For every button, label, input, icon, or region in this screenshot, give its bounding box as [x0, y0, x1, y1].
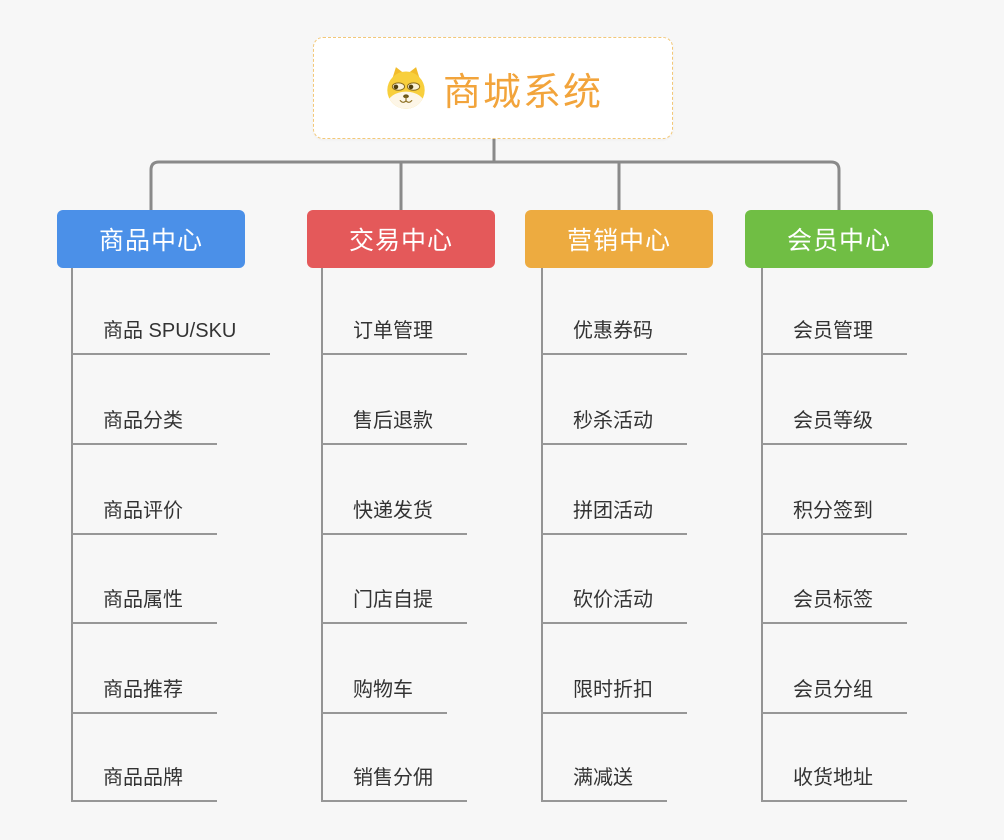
- subtopic[interactable]: 砍价活动: [541, 588, 687, 624]
- subtopic[interactable]: 商品 SPU/SKU: [71, 319, 271, 355]
- subtopic[interactable]: 商品品牌: [71, 766, 217, 802]
- subtopic[interactable]: 订单管理: [321, 319, 467, 355]
- subtopic[interactable]: 收货地址: [761, 766, 907, 802]
- subtopic[interactable]: 购物车: [321, 678, 447, 714]
- branch-trunk-line: [71, 268, 73, 802]
- subtopic[interactable]: 拼团活动: [541, 499, 687, 535]
- subtopic[interactable]: 会员标签: [761, 588, 907, 624]
- doge-icon: [387, 67, 425, 109]
- branch-topic-trade-center[interactable]: 交易中心: [307, 210, 495, 268]
- subtopic[interactable]: 商品分类: [71, 409, 217, 445]
- subtopic[interactable]: 售后退款: [321, 409, 467, 445]
- subtopic[interactable]: 满减送: [541, 766, 667, 802]
- subtopic[interactable]: 销售分佣: [321, 766, 467, 802]
- subtopic[interactable]: 商品属性: [71, 588, 217, 624]
- subtopic[interactable]: 会员分组: [761, 678, 907, 714]
- subtopic[interactable]: 商品推荐: [71, 678, 217, 714]
- subtopic[interactable]: 限时折扣: [541, 678, 687, 714]
- branch-trunk-line: [761, 268, 763, 802]
- branch-topic-member-center[interactable]: 会员中心: [745, 210, 933, 268]
- subtopic[interactable]: 商品评价: [71, 499, 217, 535]
- branch-trunk-line: [541, 268, 543, 802]
- subtopic[interactable]: 优惠券码: [541, 319, 687, 355]
- subtopic[interactable]: 会员等级: [761, 409, 907, 445]
- branch-topic-product-center[interactable]: 商品中心: [57, 210, 245, 268]
- subtopic[interactable]: 秒杀活动: [541, 409, 687, 445]
- subtopic[interactable]: 门店自提: [321, 588, 467, 624]
- branch-topic-marketing-center[interactable]: 营销中心: [525, 210, 713, 268]
- root-title: 商城系统: [442, 71, 603, 114]
- subtopic[interactable]: 积分签到: [761, 499, 907, 535]
- subtopic[interactable]: 快递发货: [321, 499, 467, 535]
- subtopic[interactable]: 会员管理: [761, 319, 907, 355]
- root-topic[interactable]: 商城系统: [313, 37, 673, 139]
- branch-trunk-line: [321, 268, 323, 802]
